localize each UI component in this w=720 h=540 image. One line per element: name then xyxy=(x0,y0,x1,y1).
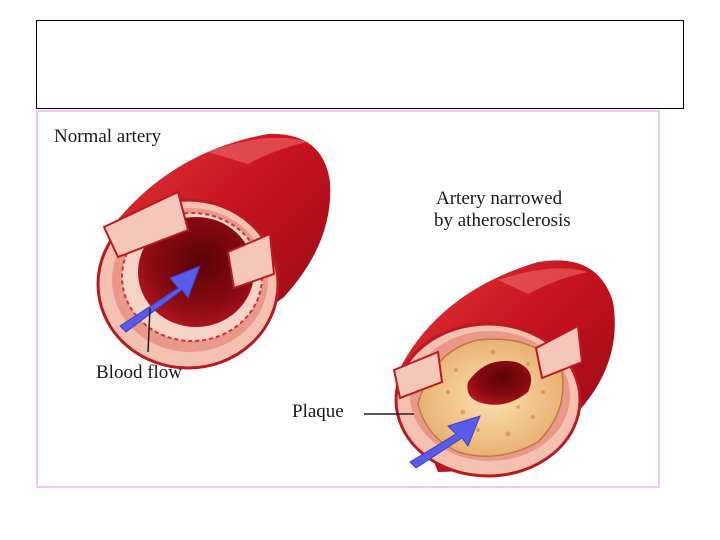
normal-artery-illustration xyxy=(96,133,331,370)
narrowed-blood-flow-arrow xyxy=(409,415,481,469)
artery-diagram-panel: Normal artery Artery narrowed by atheros… xyxy=(36,110,660,488)
blood-flow-leader-line xyxy=(147,307,151,353)
artery-illustration xyxy=(96,133,615,478)
label-narrowed-artery-line2: by atherosclerosis xyxy=(434,210,571,231)
narrowed-artery-lumen xyxy=(467,360,532,405)
narrowed-artery-illustration xyxy=(364,260,615,478)
blood-flow-arrow xyxy=(119,265,201,333)
title-box xyxy=(36,20,684,109)
label-normal-artery: Normal artery xyxy=(54,126,162,147)
label-blood-flow: Blood flow xyxy=(96,362,183,383)
label-narrowed-artery-line1: Artery narrowed xyxy=(436,188,563,209)
label-plaque: Plaque xyxy=(292,401,344,422)
